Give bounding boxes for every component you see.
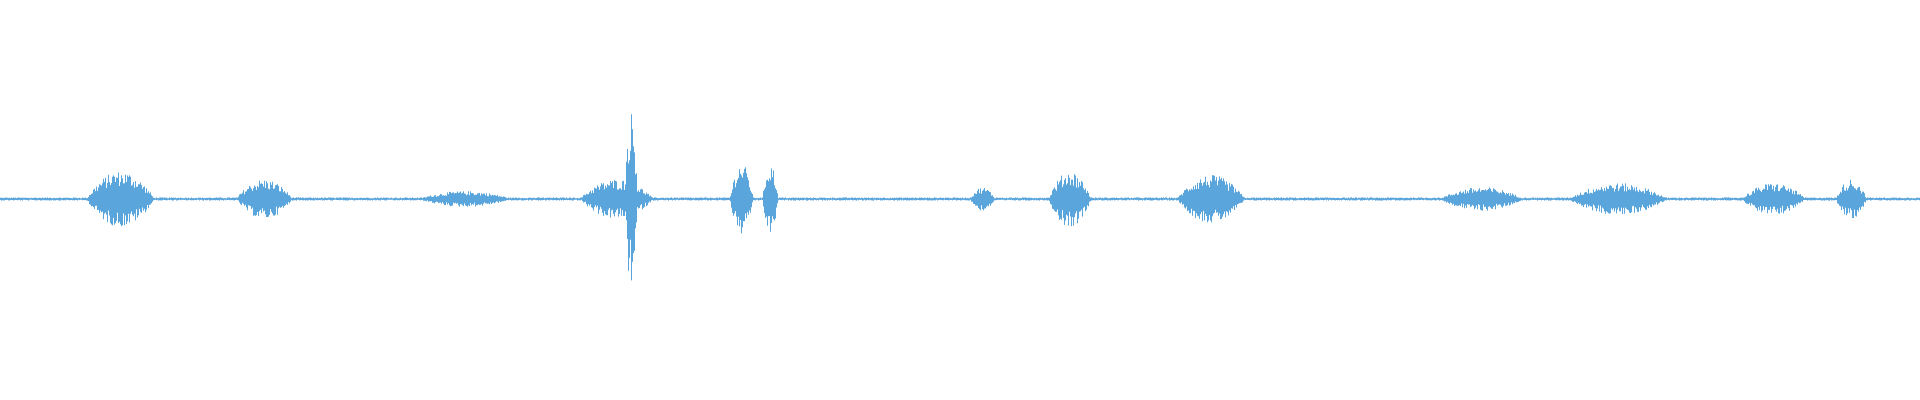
waveform-signal	[0, 114, 1920, 281]
